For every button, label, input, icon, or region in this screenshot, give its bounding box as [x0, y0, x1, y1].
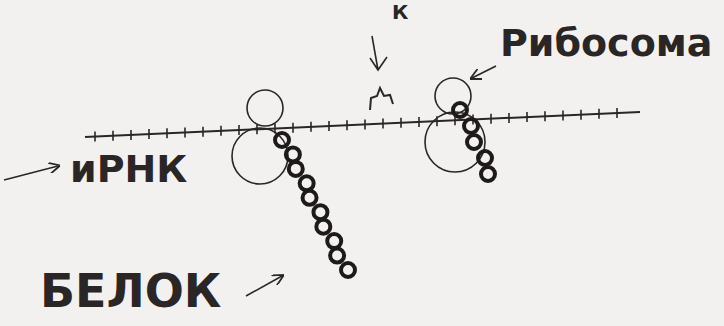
codon-tick [220, 126, 222, 136]
ribosome [232, 90, 288, 184]
amino-acid-bead [313, 205, 327, 219]
codon-tick [382, 119, 384, 129]
amino-acid-bead [330, 249, 344, 263]
codon-tick [310, 122, 312, 132]
amino-acid-bead [467, 135, 481, 149]
codon-tick [508, 113, 510, 123]
codon-mark [370, 88, 393, 110]
codon-tick [94, 132, 96, 142]
protein-chain [275, 133, 355, 277]
amino-acid-bead [275, 133, 289, 147]
amino-acid-bead [303, 191, 317, 205]
amino-acid-bead [453, 103, 467, 117]
codon-tick [130, 130, 132, 140]
codon-tick [184, 127, 186, 137]
ribosome [425, 78, 485, 172]
mrna-strand [85, 112, 640, 137]
amino-acid-bead [286, 147, 300, 161]
codon-tick [616, 108, 618, 118]
part-label: К [392, 2, 408, 22]
pointer-arrow [370, 36, 387, 70]
amino-acid-bead [316, 220, 330, 234]
part-label: иРНК [70, 150, 187, 188]
codon-tick [400, 118, 402, 128]
codon-ticks [95, 108, 617, 142]
codon-tick [346, 120, 348, 130]
pointer-arrow [4, 166, 58, 180]
codon-tick [526, 112, 528, 122]
amino-acid-bead [464, 119, 478, 133]
pointer-arrow [472, 66, 496, 78]
codon-tick [166, 128, 168, 138]
codon-tick [328, 121, 330, 131]
codon-tick [364, 119, 366, 129]
amino-acid-bead [478, 151, 492, 165]
amino-acid-bead [300, 176, 314, 190]
part-label: БЕЛОК [40, 268, 221, 314]
codon-tick [202, 127, 204, 137]
amino-acid-bead [481, 167, 495, 181]
codon-tick [562, 110, 564, 120]
codon-tick [490, 114, 492, 124]
codon-tick [418, 117, 420, 127]
amino-acid-bead [289, 162, 303, 176]
codon-tick [112, 131, 114, 141]
codon-tick [238, 125, 240, 135]
pointer-arrow [246, 276, 282, 296]
protein-chain [453, 103, 495, 181]
amino-acid-bead [341, 263, 355, 277]
codon-tick [292, 123, 294, 133]
codon-tick [148, 129, 150, 139]
codon-tick [256, 124, 258, 134]
codon-tick [598, 109, 600, 119]
amino-acid-bead [327, 234, 341, 248]
codon-tick [544, 111, 546, 121]
part-label: Рибосома [500, 24, 712, 62]
codon-tick [580, 110, 582, 120]
